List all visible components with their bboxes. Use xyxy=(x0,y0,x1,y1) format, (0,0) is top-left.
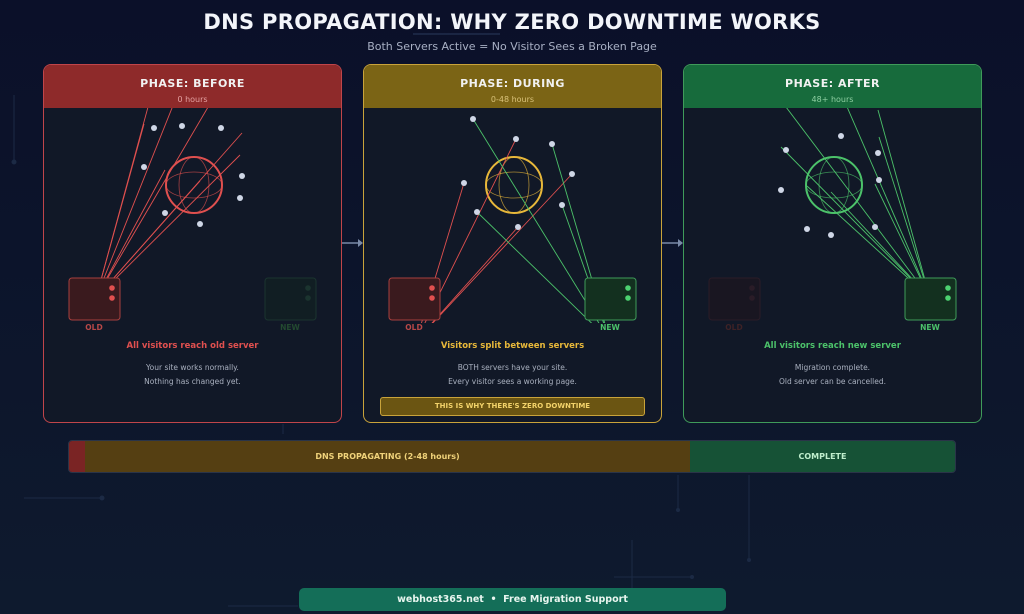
phase-header-after: PHASE: AFTER 48+ hours xyxy=(684,65,981,108)
old-server-icon xyxy=(708,277,761,321)
phase-title: PHASE: BEFORE xyxy=(140,77,245,90)
footer-banner: webhost365.net • Free Migration Support xyxy=(299,588,726,611)
phase-title: PHASE: DURING xyxy=(460,77,565,90)
new-server-icon xyxy=(904,277,957,321)
desc-line: Migration complete. xyxy=(794,363,871,372)
phase-description: BOTH servers have your site. Every visit… xyxy=(364,361,661,389)
page-title: DNS PROPAGATION: WHY ZERO DOWNTIME WORKS xyxy=(203,10,821,34)
phase-description: Migration complete. Old server can be ca… xyxy=(684,361,981,389)
phase-header-during: PHASE: DURING 0-48 hours xyxy=(364,65,661,108)
timeline-segment-during: DNS PROPAGATING (2-48 hours) xyxy=(85,441,690,472)
phase-message: All visitors reach new server xyxy=(764,341,901,351)
new-server-icon xyxy=(264,277,317,321)
traffic-diagram-before xyxy=(68,108,317,321)
phase-hours: 0 hours xyxy=(177,95,208,104)
old-server-label: OLD xyxy=(85,323,103,332)
phase-hours: 48+ hours xyxy=(811,95,854,104)
old-server-label: OLD xyxy=(725,323,743,332)
arrow-right-icon xyxy=(342,239,363,247)
traffic-diagram-after xyxy=(708,108,957,321)
globe-icon xyxy=(805,156,863,214)
desc-line: BOTH servers have your site. xyxy=(457,363,568,372)
new-server-label: NEW xyxy=(600,323,620,332)
propagation-timeline: DNS PROPAGATING (2-48 hours) COMPLETE xyxy=(68,440,956,473)
phase-panel-before: PHASE: BEFORE 0 hours xyxy=(43,64,342,423)
phase-message: All visitors reach old server xyxy=(126,341,259,351)
phase-panel-after: PHASE: AFTER 48+ hours xyxy=(683,64,982,423)
phase-header-before: PHASE: BEFORE 0 hours xyxy=(44,65,341,108)
arrow-right-icon xyxy=(662,239,683,247)
globe-icon xyxy=(165,156,223,214)
phase-message: Visitors split between servers xyxy=(440,341,585,351)
old-server-icon xyxy=(388,277,441,321)
old-server-icon xyxy=(68,277,121,321)
phase-panel-during: PHASE: DURING 0-48 hours xyxy=(363,64,662,423)
page-subtitle: Both Servers Active = No Visitor Sees a … xyxy=(367,40,657,53)
desc-line: Nothing has changed yet. xyxy=(144,377,241,386)
new-server-label: NEW xyxy=(920,323,940,332)
timeline-segment-after: COMPLETE xyxy=(690,441,955,472)
desc-line: Old server can be cancelled. xyxy=(778,377,886,386)
visitor-dots xyxy=(141,123,245,227)
old-server-label: OLD xyxy=(405,323,423,332)
visitor-dots xyxy=(778,133,882,238)
phase-title: PHASE: AFTER xyxy=(785,77,880,90)
desc-line: Your site works normally. xyxy=(146,363,239,372)
globe-icon xyxy=(485,156,543,214)
new-server-label: NEW xyxy=(280,323,300,332)
connection-lines xyxy=(95,108,243,299)
phase-hours: 0-48 hours xyxy=(490,95,535,104)
desc-line: Every visitor sees a working page. xyxy=(448,377,577,386)
zero-downtime-callout: THIS IS WHY THERE'S ZERO DOWNTIME xyxy=(380,397,645,416)
new-server-icon xyxy=(584,277,637,321)
visitor-dots xyxy=(461,116,575,230)
timeline-segment-before xyxy=(69,441,85,472)
phase-description: Your site works normally. Nothing has ch… xyxy=(44,361,341,389)
traffic-diagram-during xyxy=(388,116,637,323)
